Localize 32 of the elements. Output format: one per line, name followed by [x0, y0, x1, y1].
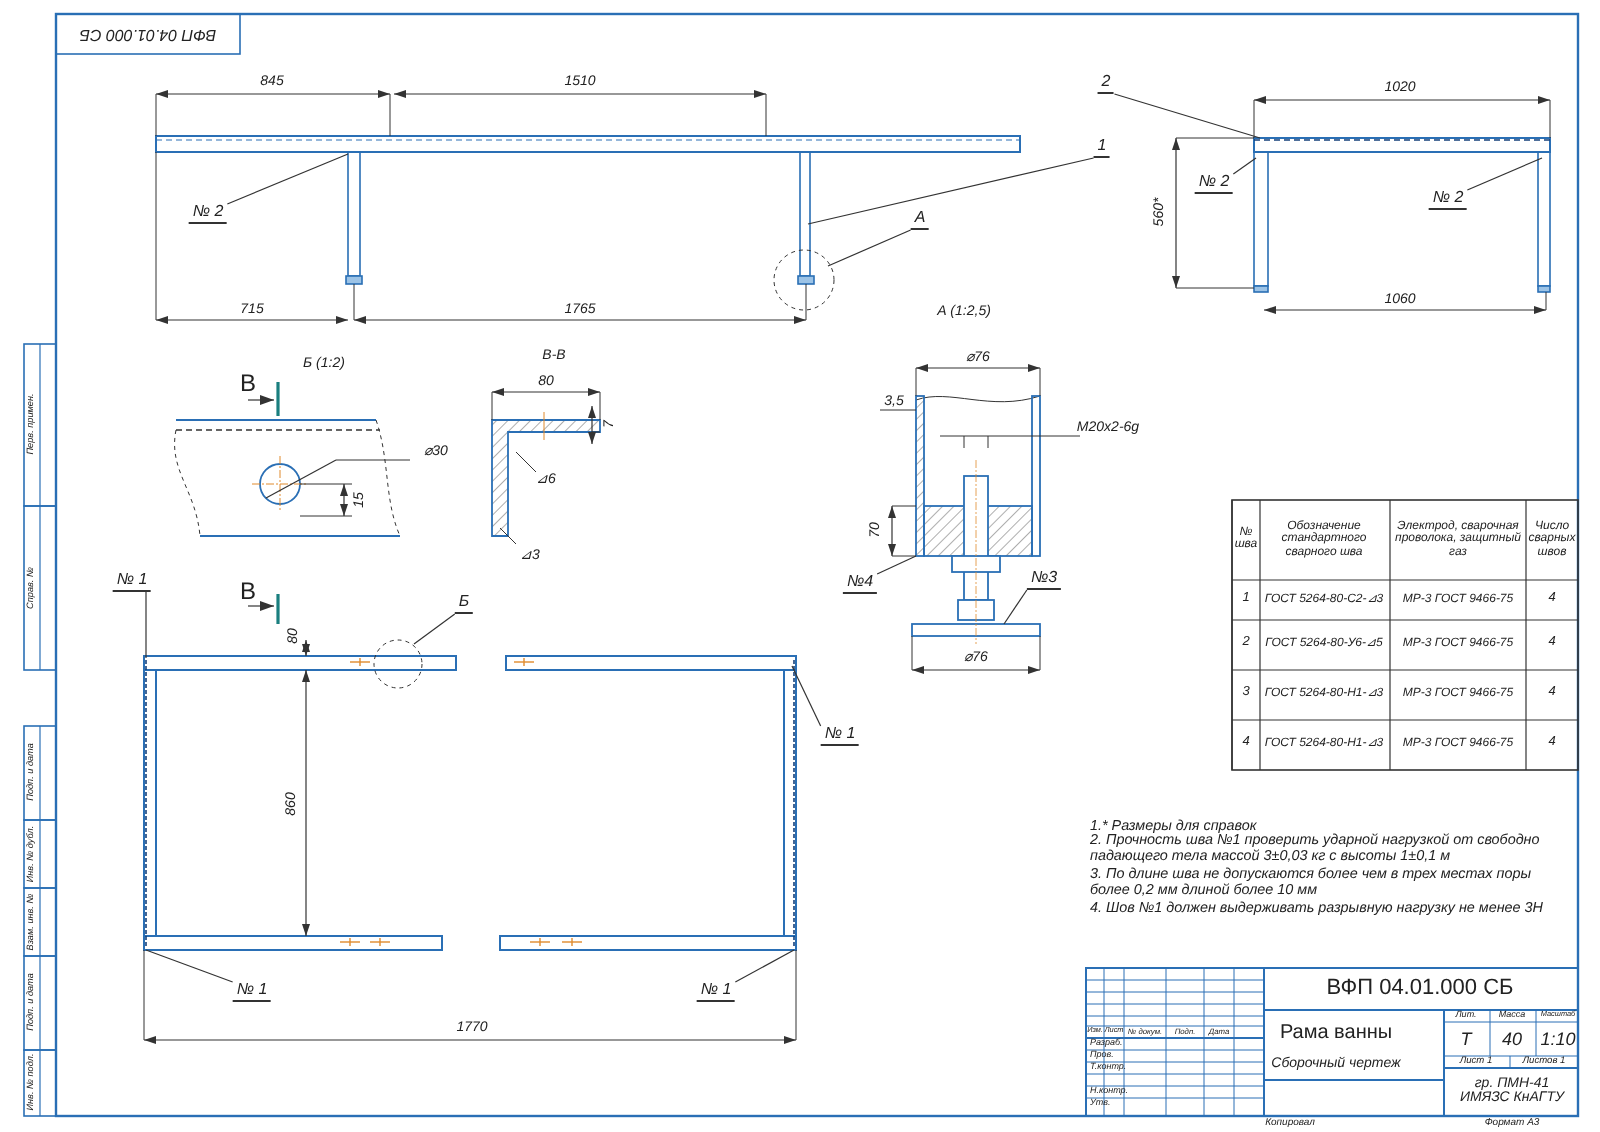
leader-line: [1466, 157, 1543, 191]
title-block-text: Т: [1460, 1030, 1472, 1050]
side-view-drawing: [1253, 137, 1551, 293]
callout-label: № 1: [112, 572, 152, 592]
leader-line: [145, 949, 234, 983]
title-block-text: 1:10: [1540, 1030, 1576, 1050]
leader-line: [807, 157, 1095, 225]
callout-label: № 1: [232, 982, 272, 1002]
drawing-title: Рама ванны: [1279, 1023, 1393, 1045]
foot-detail-drawing: [879, 395, 1081, 645]
leader-line: [413, 613, 456, 645]
leader-line: [734, 949, 795, 983]
section-label: В: [240, 371, 256, 397]
callout-label: 1: [1093, 138, 1111, 158]
drawing-number: ВФП 04.01.000 СБ: [79, 25, 217, 43]
section-label: В: [240, 579, 256, 605]
leader-line: [1113, 93, 1261, 139]
callout-label: № 1: [820, 726, 860, 746]
title-block-text: 40: [1502, 1030, 1522, 1050]
callout-label: № 1: [696, 982, 736, 1002]
leader-line: [145, 591, 147, 659]
callout-label: №4: [842, 574, 878, 594]
leader-line: [1003, 589, 1028, 625]
callout-label: Б: [454, 594, 474, 614]
drawing-number: ВФП 04.01.000 СБ: [1326, 978, 1514, 1002]
leader-line: [876, 555, 917, 575]
leader-line: [827, 229, 912, 267]
leader-line: [1232, 157, 1257, 175]
leader-line: [791, 665, 822, 727]
callout-label: № 2: [1194, 174, 1234, 194]
callout-label: 2: [1097, 74, 1115, 94]
leader-line: [226, 153, 349, 205]
